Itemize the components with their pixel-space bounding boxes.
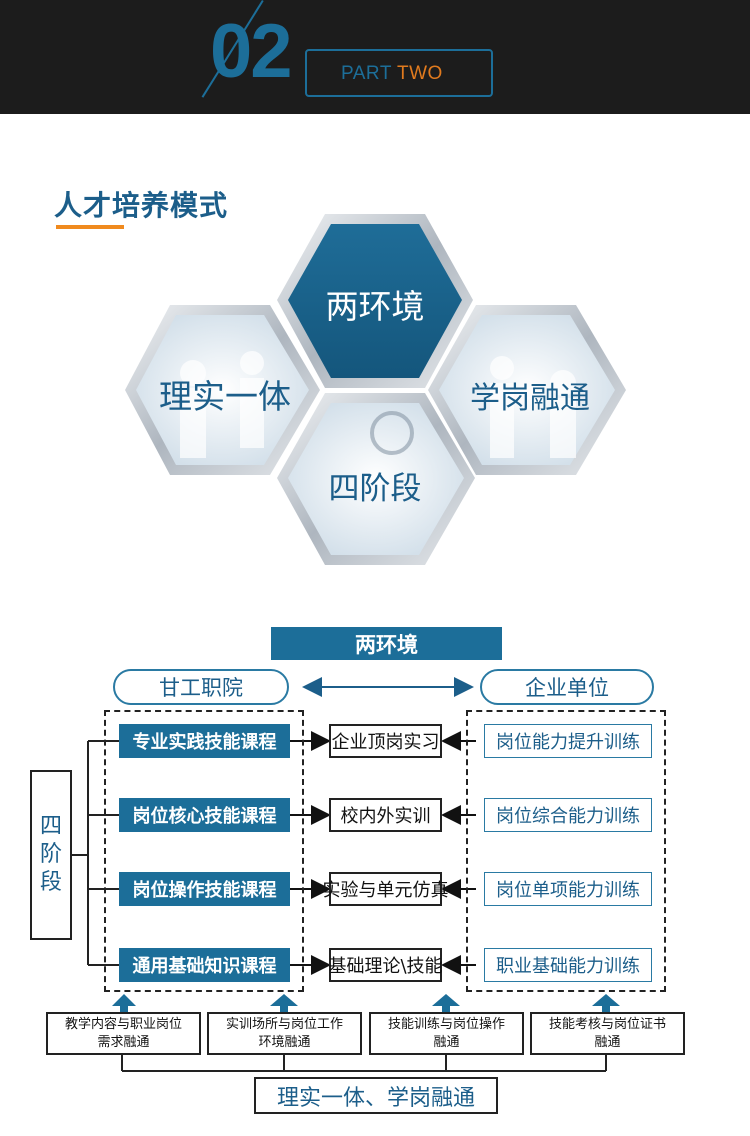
- integration-line-1: 教学内容与职业岗位: [64, 1016, 182, 1032]
- integration-line-2: 融通: [433, 1034, 460, 1050]
- integration-line-2: 环境融通: [258, 1034, 311, 1050]
- section-title: 人才培养模式: [54, 189, 229, 222]
- course-item: 通用基础知识课程: [119, 948, 290, 982]
- stage-char-2: 阶: [39, 842, 62, 867]
- part-label-box: PART TWO: [305, 49, 493, 97]
- integration-line-1: 实训场所与岗位工作: [225, 1016, 343, 1032]
- header-banner: 02 PART TWO: [0, 0, 750, 114]
- integration-item: 技能考核与岗位证书 融通: [530, 1012, 685, 1055]
- hex-label-top: 两环境: [325, 287, 425, 326]
- integration-line-1: 技能训练与岗位操作: [387, 1016, 505, 1032]
- integration-item: 技能训练与岗位操作 融通: [369, 1012, 524, 1055]
- stage-char-3: 段: [39, 870, 62, 895]
- hexagon-shapes: [125, 214, 626, 565]
- environment-header: 两环境: [271, 627, 502, 660]
- course-item: 岗位核心技能课程: [119, 798, 290, 832]
- practice-item: 校内外实训: [329, 798, 442, 832]
- course-item: 专业实践技能课程: [119, 724, 290, 758]
- practice-item: 企业顶岗实习: [329, 724, 442, 758]
- hexagon-graphic: 两环境 理实一体 学岗融通 四阶段: [120, 208, 640, 578]
- integration-item: 教学内容与职业岗位 需求融通: [46, 1012, 201, 1055]
- course-item: 岗位操作技能课程: [119, 872, 290, 906]
- practice-item: 基础理论\技能: [328, 948, 443, 982]
- training-item: 职业基础能力训练: [484, 948, 652, 982]
- section-underline: [56, 225, 124, 229]
- hex-label-right: 学岗融通: [470, 381, 590, 416]
- training-item: 岗位单项能力训练: [484, 872, 652, 906]
- training-item: 岗位综合能力训练: [484, 798, 652, 832]
- enterprise-dashed-frame: [466, 710, 666, 992]
- integration-line-2: 融通: [594, 1034, 621, 1050]
- hex-label-bottom: 四阶段: [328, 471, 422, 507]
- summary-box: 理实一体、学岗融通: [254, 1077, 498, 1114]
- stage-char-1: 四: [39, 814, 62, 839]
- integration-item: 实训场所与岗位工作 环境融通: [207, 1012, 362, 1055]
- practice-item: 实验与单元仿真: [323, 872, 449, 906]
- integration-line-1: 技能考核与岗位证书: [548, 1016, 666, 1032]
- school-dashed-frame: [104, 710, 304, 992]
- part-word: PART: [341, 63, 392, 84]
- training-item: 岗位能力提升训练: [484, 724, 652, 758]
- four-stages-box: 四 阶 段: [30, 770, 72, 940]
- enterprise-pill: 企业单位: [480, 669, 654, 705]
- part-number: TWO: [397, 63, 443, 84]
- section-number: 02: [210, 9, 293, 94]
- school-pill: 甘工职院: [113, 669, 289, 705]
- integration-line-2: 需求融通: [97, 1034, 150, 1050]
- hex-label-left: 理实一体: [159, 377, 291, 416]
